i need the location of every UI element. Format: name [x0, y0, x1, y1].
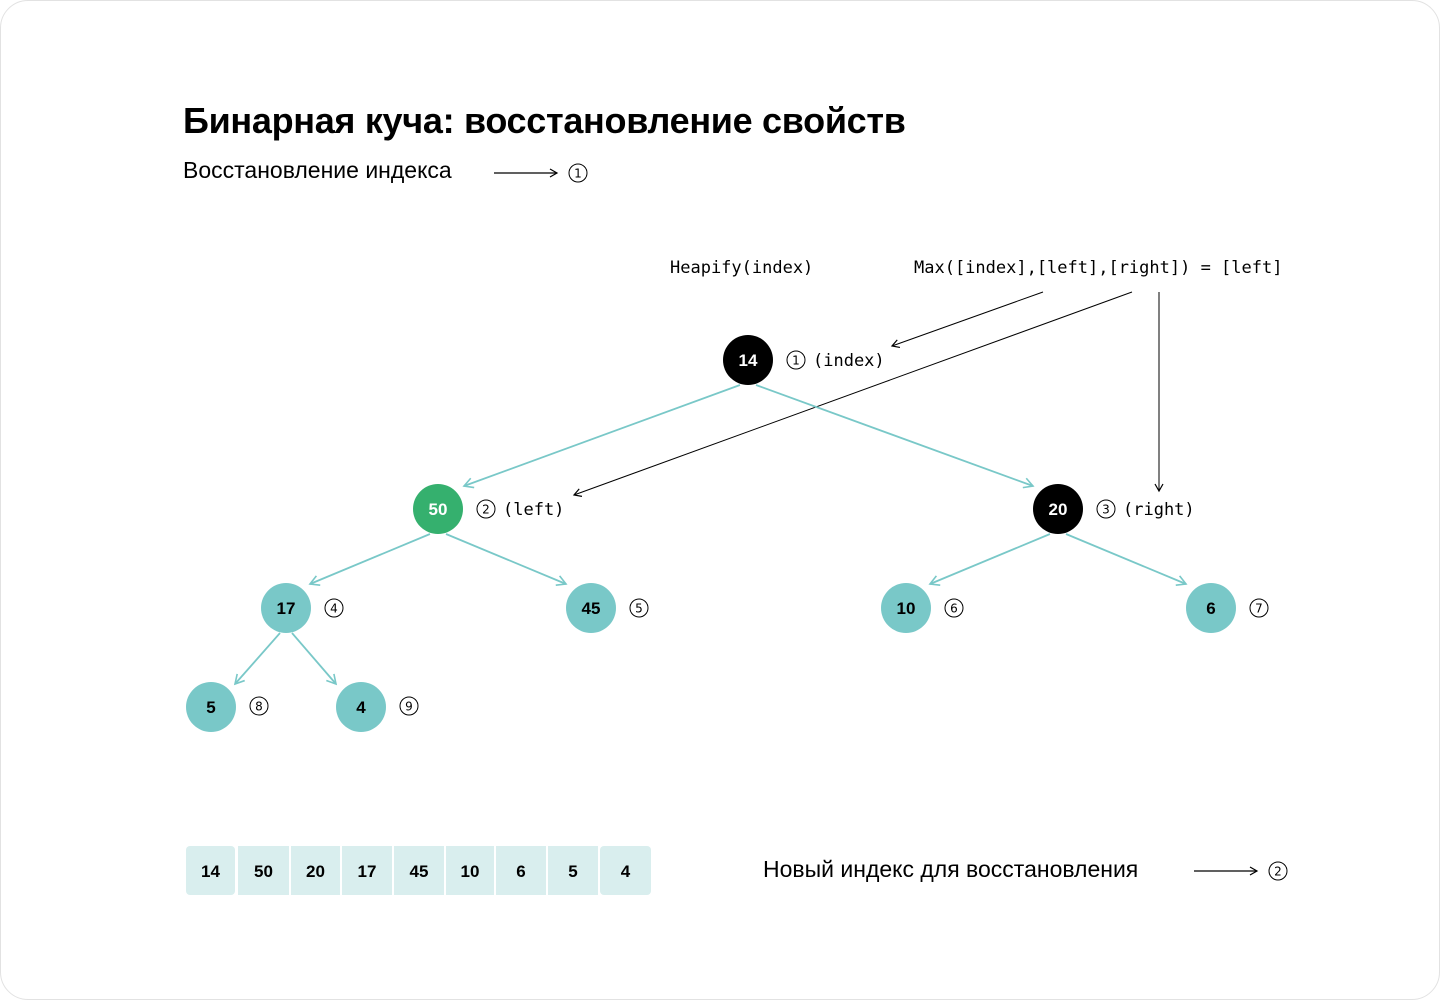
footer-label: Новый индекс для восстановления	[763, 856, 1139, 882]
subtitle: Восстановление индекса	[183, 157, 452, 183]
array-cell-value: 5	[568, 862, 577, 881]
array-cell: 50	[238, 846, 289, 895]
array-cell: 6	[496, 846, 546, 895]
node-index-marker: 4	[324, 598, 344, 618]
node-index-marker: 5	[629, 598, 649, 618]
tree-edge-1-2	[462, 384, 741, 489]
array-cell: 5	[548, 846, 598, 895]
tree-edge-2-5	[445, 533, 568, 586]
node-circle	[1033, 484, 1083, 534]
tree-edges	[233, 384, 1188, 686]
tree-edge-4-8	[233, 632, 281, 686]
svg-text:7: 7	[1255, 602, 1263, 616]
node-role-label: (left)	[503, 500, 564, 520]
array-cell-value: 50	[254, 862, 273, 881]
tree-node-4: 17 4	[261, 583, 344, 633]
svg-text:4: 4	[330, 602, 338, 616]
node-circle	[881, 583, 931, 633]
array-cell-value: 6	[516, 862, 525, 881]
array-cell: 17	[342, 846, 392, 895]
tree-edge-1-3	[755, 384, 1035, 489]
array-cell-value: 17	[358, 862, 377, 881]
max-label: Max([index],[left],[right]) = [left]	[914, 258, 1282, 278]
node-index-marker: 8	[249, 696, 269, 716]
node-role-label: (right)	[1123, 500, 1195, 520]
node-index-marker: 1	[786, 350, 806, 370]
node-value: 14	[739, 351, 758, 370]
array-cell: 20	[291, 846, 340, 895]
tree-node-2: 50 2 (left)	[413, 484, 564, 534]
subtitle-marker: 1	[568, 163, 588, 183]
tree-node-5: 45 5	[566, 583, 649, 633]
tree-edge-4-9	[291, 632, 338, 686]
array-cell-value: 45	[410, 862, 429, 881]
heapify-label: Heapify(index)	[670, 258, 813, 278]
array-cell: 4	[600, 846, 651, 895]
array-cell-value: 10	[461, 862, 480, 881]
array-cell-value: 4	[621, 862, 631, 881]
array-cell-value: 14	[201, 862, 220, 881]
array-cell: 14	[186, 846, 235, 895]
node-index-marker: 7	[1249, 598, 1269, 618]
node-index-marker: 2	[476, 499, 496, 519]
annotation-arrow-left	[572, 291, 1133, 497]
tree-node-1: 14 1 (index)	[723, 335, 885, 385]
node-circle	[1186, 583, 1236, 633]
node-circle	[566, 583, 616, 633]
svg-text:9: 9	[405, 700, 413, 714]
svg-text:5: 5	[635, 602, 643, 616]
node-value: 6	[1206, 599, 1215, 618]
footer-marker: 2	[1268, 861, 1288, 881]
page-title: Бинарная куча: восстановление свойств	[183, 100, 906, 141]
node-index-marker: 6	[944, 598, 964, 618]
node-value: 45	[582, 599, 601, 618]
array-cell: 10	[446, 846, 494, 895]
node-circle	[186, 682, 236, 732]
tree-node-3: 20 3 (right)	[1033, 484, 1195, 534]
node-value: 17	[277, 599, 296, 618]
node-index-marker: 9	[399, 696, 419, 716]
node-value: 5	[206, 698, 215, 717]
array-cell: 45	[394, 846, 444, 895]
node-circle	[336, 682, 386, 732]
svg-text:6: 6	[950, 602, 958, 616]
heap-array: 14 50 20 17 45 10 6 5 4	[186, 846, 651, 895]
node-circle	[413, 484, 463, 534]
svg-text:3: 3	[1102, 503, 1110, 517]
node-index-marker: 3	[1096, 499, 1116, 519]
node-value: 10	[897, 599, 916, 618]
annotation-arrow-index	[890, 291, 1044, 349]
tree-edge-2-4	[308, 533, 431, 586]
svg-text:8: 8	[255, 700, 263, 714]
svg-text:2: 2	[482, 503, 490, 517]
node-value: 4	[356, 698, 366, 717]
node-circle	[261, 583, 311, 633]
node-circle	[723, 335, 773, 385]
svg-text:1: 1	[574, 167, 582, 181]
tree-edge-3-6	[928, 533, 1051, 586]
node-role-label: (index)	[813, 351, 885, 371]
node-value: 20	[1049, 500, 1068, 519]
array-cell-value: 20	[306, 862, 325, 881]
svg-text:2: 2	[1274, 865, 1282, 879]
svg-text:1: 1	[792, 354, 800, 368]
node-value: 50	[429, 500, 448, 519]
tree-edge-3-7	[1065, 533, 1188, 586]
tree-node-6: 10 6	[881, 583, 964, 633]
